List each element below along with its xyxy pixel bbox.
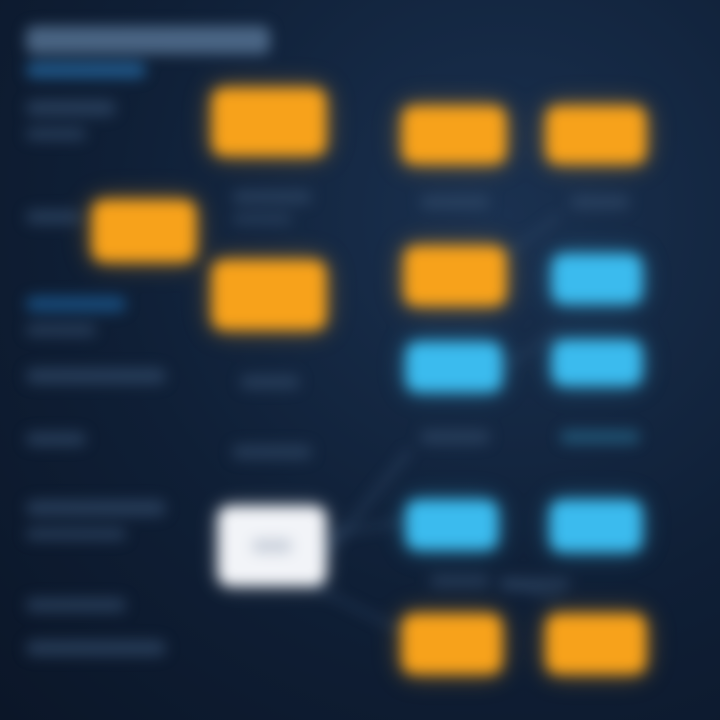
node-label xyxy=(560,430,640,444)
diagram-node-orange xyxy=(212,88,326,156)
list-item xyxy=(26,324,96,336)
node-label xyxy=(420,195,490,209)
list-item xyxy=(26,500,166,516)
node-label xyxy=(420,430,490,444)
list-item xyxy=(26,640,166,656)
list-item xyxy=(26,128,86,140)
node-label xyxy=(232,445,312,459)
node-inner-label xyxy=(252,539,292,553)
diagram-node-white xyxy=(218,506,326,586)
node-label xyxy=(240,375,300,389)
list-item xyxy=(26,296,126,312)
diagram-title-placeholder xyxy=(26,26,270,54)
list-item xyxy=(26,598,126,612)
diagram-node-orange xyxy=(404,246,506,306)
list-item xyxy=(26,528,126,540)
list-item xyxy=(26,432,86,446)
list-item xyxy=(26,210,81,224)
diagram-node-blue xyxy=(406,500,498,550)
node-label xyxy=(232,214,292,224)
diagram-node-orange xyxy=(546,106,646,164)
diagram-node-blue xyxy=(552,340,642,386)
diagram-node-orange xyxy=(546,614,646,674)
diagram-node-blue xyxy=(550,500,642,552)
node-label xyxy=(430,575,490,587)
diagram-node-orange xyxy=(92,200,196,262)
diagram-subtitle-placeholder xyxy=(26,62,146,78)
diagram-node-orange xyxy=(402,614,502,674)
node-label xyxy=(232,190,312,204)
diagram-node-orange xyxy=(402,106,506,164)
node-label xyxy=(500,578,570,590)
diagram-node-blue xyxy=(552,254,642,304)
list-item xyxy=(26,100,116,116)
list-item xyxy=(26,368,166,384)
node-label xyxy=(570,195,630,209)
diagram-node-blue xyxy=(406,342,502,392)
diagram-node-orange xyxy=(212,260,326,330)
